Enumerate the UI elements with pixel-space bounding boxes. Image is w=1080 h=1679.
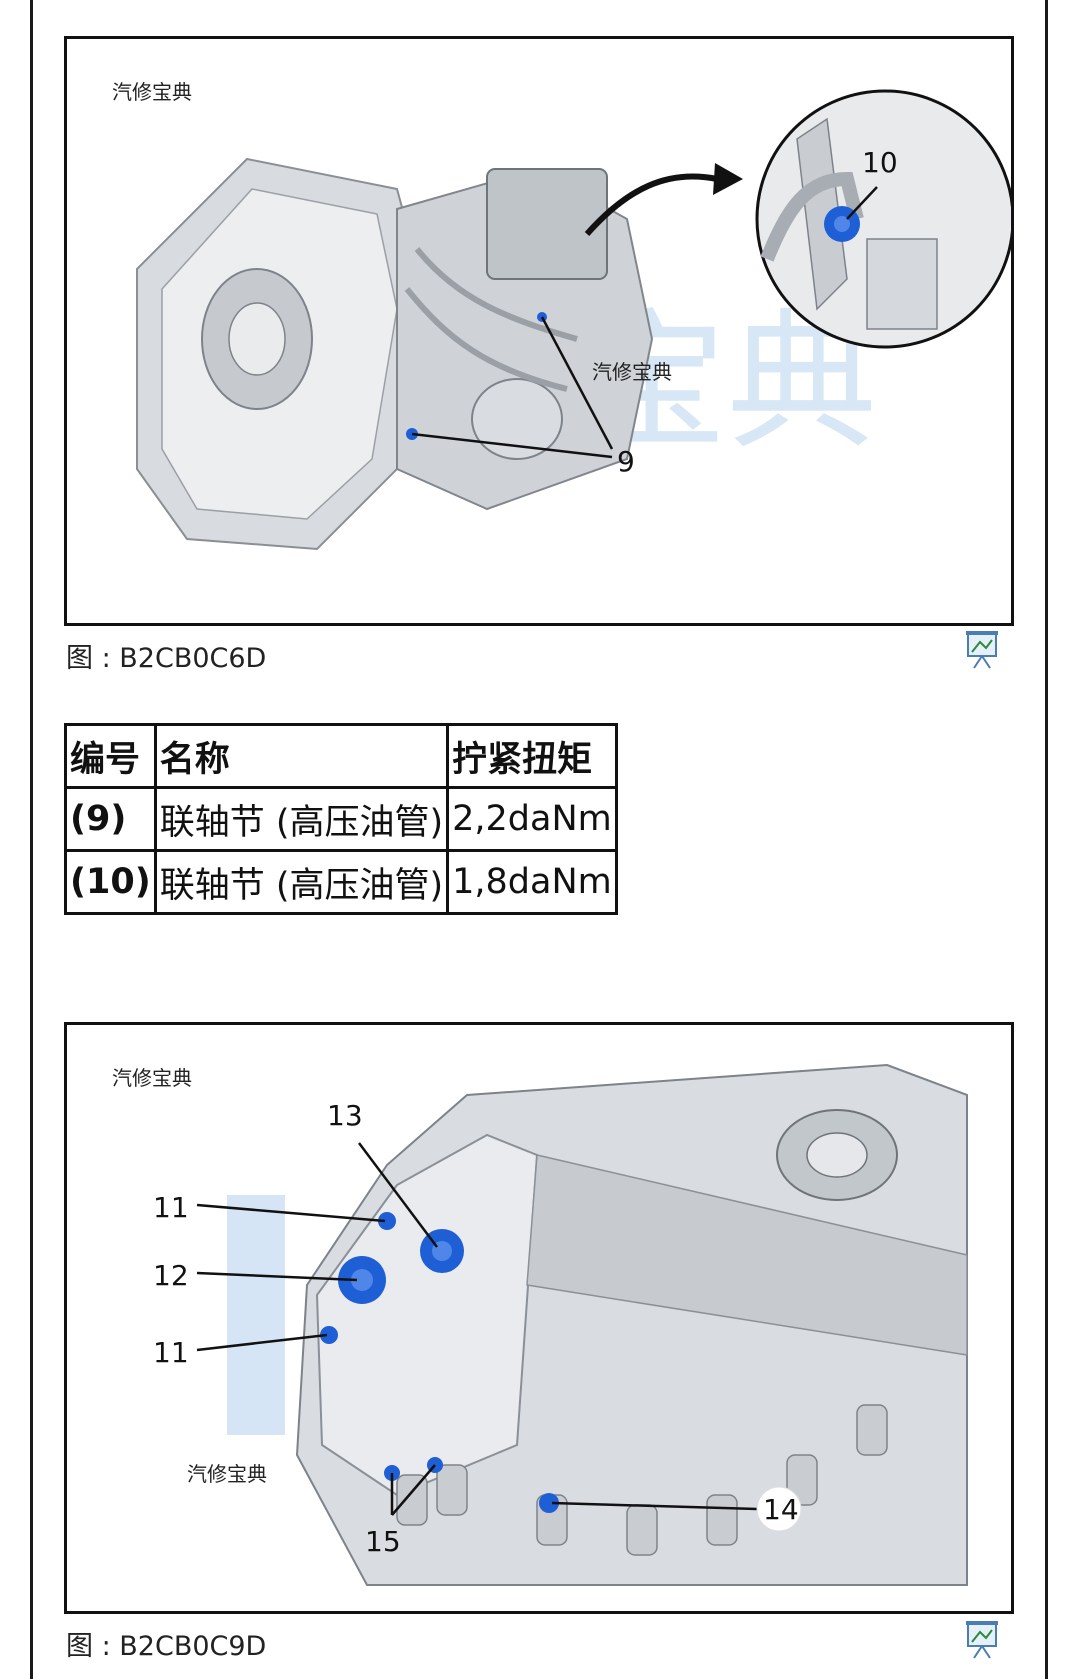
- callout-10: 10: [862, 146, 898, 179]
- watermark-small-2: 汽修宝典: [187, 1462, 267, 1486]
- figure-b2cb0c6d: 汽修宝典 9 10 汽修宝典 汽修宝典: [64, 36, 1014, 626]
- callout-12: 12: [153, 1259, 189, 1292]
- torque-spec-table: 编号 名称 拧紧扭矩 (9) 联轴节 (高压油管) 2,2daNm (10) 联…: [64, 723, 618, 915]
- cell-torque: 2,2daNm: [446, 786, 618, 852]
- figure-caption-1: 图 : B2CB0C6D: [66, 643, 267, 674]
- callout-11-bottom: 11: [153, 1336, 189, 1369]
- cell-number: (10): [64, 849, 157, 915]
- watermark-small: 汽修宝典: [112, 80, 192, 104]
- page-border-right: [1045, 0, 1048, 1679]
- cell-name: 联轴节 (高压油管): [153, 849, 450, 915]
- page-border-left: [30, 0, 33, 1679]
- cell-torque: 1,8daNm: [446, 849, 618, 915]
- callout-15: 15: [365, 1525, 401, 1558]
- watermark-small: 汽修宝典: [112, 1066, 192, 1090]
- transmission-illustration-2: 修宝典: [112, 1063, 968, 1586]
- presentation-board-icon[interactable]: [964, 630, 1000, 670]
- cell-name: 联轴节 (高压油管): [153, 786, 450, 852]
- table-row: (9) 联轴节 (高压油管) 2,2daNm: [64, 786, 618, 852]
- callout-9: 9: [617, 445, 635, 478]
- transmission-illustration-1: 汽修宝典 9 10 汽修宝典 汽修宝典: [112, 80, 1011, 551]
- header-number: 编号: [64, 723, 157, 789]
- callout-13: 13: [327, 1099, 363, 1132]
- figure-caption-2: 图 : B2CB0C9D: [66, 1631, 267, 1662]
- table-row: (10) 联轴节 (高压油管) 1,8daNm: [64, 849, 618, 915]
- callout-11-top: 11: [153, 1191, 189, 1224]
- header-name: 名称: [153, 723, 450, 789]
- table-header-row: 编号 名称 拧紧扭矩: [64, 723, 618, 789]
- presentation-board-icon[interactable]: [964, 1620, 1000, 1660]
- callout-14: 14: [763, 1493, 799, 1526]
- header-torque: 拧紧扭矩: [446, 723, 618, 789]
- watermark-small-2: 汽修宝典: [592, 360, 672, 384]
- figure-b2cb0c9d: 修宝典: [64, 1022, 1014, 1614]
- cell-number: (9): [64, 786, 157, 852]
